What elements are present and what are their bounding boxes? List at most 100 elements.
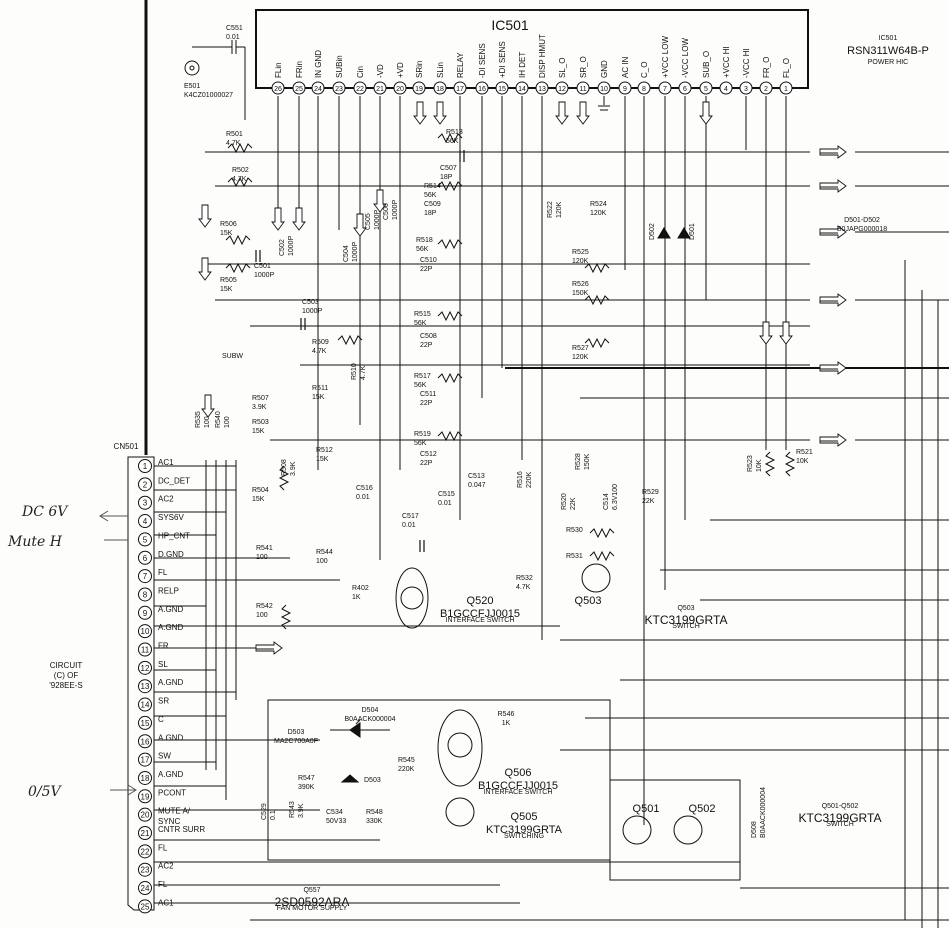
cn501-pin-number: 13 [141, 682, 150, 691]
ic501-pin-2 [759, 81, 773, 95]
ic501-pin-24 [311, 81, 325, 95]
component-label-r544: 100 [316, 558, 328, 565]
component-label-d503b: D503 [364, 777, 381, 784]
component-label-r524: 120K [590, 210, 607, 217]
component-label-c506: 1000P [392, 199, 399, 220]
ic501-pin-name: -DI SENS [478, 43, 487, 78]
cn501-pin-name: D.GND [158, 550, 184, 559]
component-label-c551: 0.01 [226, 34, 240, 41]
cn501-pin-19 [138, 789, 152, 804]
ic501-pin-name: IH DET [518, 52, 527, 78]
component-label-c529: C529 [261, 803, 268, 820]
cn501-pin-number: 3 [143, 499, 148, 508]
ic501-pin-name: FRin [295, 61, 304, 78]
signal-arrow-icon [271, 207, 285, 231]
ic501-pin-number: 16 [478, 86, 486, 93]
cn501-pin-name: C [158, 715, 164, 724]
ic501-pin-name: +VCC LOW [661, 36, 670, 78]
component-label-c517: 0.01 [402, 522, 416, 529]
cn501-pin-name: SYNC [158, 817, 180, 826]
ic501-pin-25 [292, 81, 306, 95]
component-label-c516: C516 [356, 485, 373, 492]
component-label-c517: C517 [402, 513, 419, 520]
signal-arrow-icon [576, 101, 590, 125]
handwritten-0-5v-note: 0/5V [28, 784, 63, 800]
ic501-pin-17 [453, 81, 467, 95]
cn501-pin-number: 7 [143, 572, 148, 581]
component-label-r505: 15K [220, 286, 233, 293]
cn501-pin-12 [138, 660, 152, 675]
ic501-pin-name: SUBin [335, 55, 344, 78]
ic501-pin-number: 7 [663, 86, 667, 93]
component-label-r526: R526 [572, 281, 589, 288]
component-label-q502: Q502 [689, 803, 716, 815]
component-label-r519: R519 [414, 431, 431, 438]
cn501-pin-13 [138, 679, 152, 694]
component-label-subw: SUBW [222, 353, 243, 360]
component-label-r507: 3.9K [252, 404, 267, 411]
ic501-pin-name: SL_O [558, 58, 567, 78]
ic501-pin-4 [719, 81, 733, 95]
ic501-pin-23 [332, 81, 346, 95]
circuit-note: '928EE-S [49, 681, 83, 690]
component-label-r506: 15K [220, 230, 233, 237]
component-label-d503: D503 [288, 729, 305, 736]
ic501-pin-number: 3 [744, 86, 748, 93]
signal-arrow-icon [819, 145, 847, 159]
component-label-c503: 1000P [302, 308, 323, 315]
cn501-pin-2 [138, 477, 152, 492]
component-label-d501d502: B0JAPG000018 [837, 226, 887, 233]
cn501-pin-name: A.GND [158, 770, 184, 779]
component-label-c534: C534 [326, 809, 343, 816]
ic501-pin-12 [555, 81, 569, 95]
component-label-r542: 100 [256, 612, 268, 619]
component-label-r515: 56K [414, 320, 427, 327]
component-label-r508: 3.9K [290, 461, 297, 476]
ic501-pin-name: +VCC HI [722, 46, 731, 78]
cn501-pin-number: 12 [141, 664, 150, 673]
ic501-pin-22 [353, 81, 367, 95]
ic501-pin-number: 12 [558, 86, 566, 93]
component-label-r516: R516 [517, 471, 524, 488]
cn501-pin-name: HP_CNT [158, 531, 190, 540]
cn501-pin-name: RELP [158, 586, 179, 595]
ic501-pin-number: 1 [784, 86, 788, 93]
cn501-pin-name: AC2 [158, 495, 174, 504]
component-label-d501d502: D501-D502 [844, 217, 880, 224]
component-label-r523: R523 [747, 455, 754, 472]
cn501-pin-21 [138, 826, 152, 840]
ic501-pin-name: SRin [415, 61, 424, 78]
component-label-r528: 150K [584, 453, 591, 470]
component-label-r515: R515 [414, 311, 431, 318]
component-label-c507: C507 [440, 165, 457, 172]
cn501-pin-number: 11 [141, 646, 150, 655]
component-label-r519: 56K [414, 440, 427, 447]
ic501-title: IC501 [491, 17, 529, 33]
component-label-q520: Q520 [467, 595, 494, 607]
component-label-d502: D502 [649, 223, 656, 240]
component-label-r546: 1K [502, 720, 511, 727]
component-label-r530: R530 [566, 527, 583, 534]
ic501-pin-19 [412, 81, 426, 95]
ic501-pin-number: 18 [436, 86, 444, 93]
cn501-pin-name: AC1 [158, 898, 174, 907]
handwritten-mute-note: Mute H [7, 534, 63, 550]
component-label-r543: R543 [289, 801, 296, 818]
signal-arrow-icon [779, 321, 793, 345]
cn501-pin-14 [138, 697, 152, 712]
cn501-pin-10 [138, 624, 152, 639]
ic501-description: POWER HIC [868, 59, 908, 66]
cn501-pin-name: FL [158, 880, 168, 889]
cn501-pin-name: MUTE A/ [158, 807, 191, 816]
ic501-pin-8 [637, 81, 651, 95]
cn501-pin-name: SR [158, 697, 169, 706]
ic501-pin-number: 6 [683, 86, 687, 93]
cn501-pin-9 [138, 605, 152, 620]
component-label-r547: R547 [298, 775, 315, 782]
ic501-pin-name: SR_O [579, 56, 588, 78]
component-label-r531: R531 [566, 553, 583, 560]
component-label-d504: D504 [362, 707, 379, 714]
cn501-pin-number: 2 [143, 480, 148, 489]
cn501-pin-5 [138, 532, 152, 547]
cn501-pin-number: 20 [141, 811, 150, 820]
